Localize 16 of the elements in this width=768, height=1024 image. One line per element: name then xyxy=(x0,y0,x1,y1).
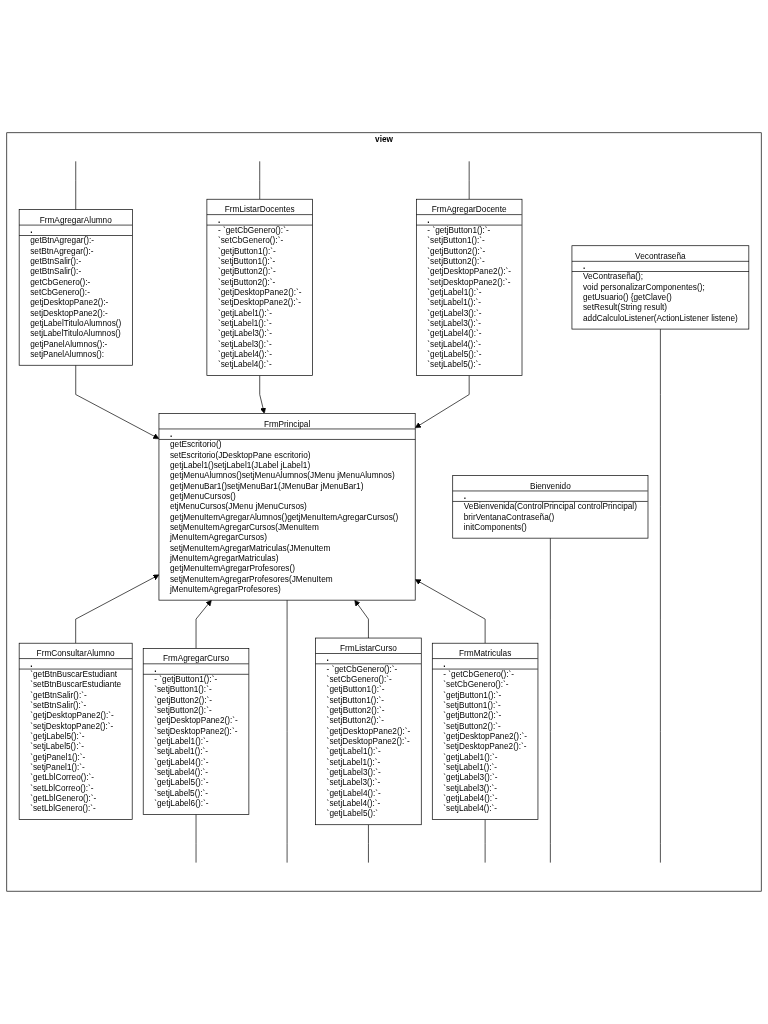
connector xyxy=(75,161,77,210)
connector xyxy=(660,328,661,863)
node-box: FrmMatriculas . - `getCbGenero():`- `setCbGenero():`- `getjButton1():`- `setjButton1():`- `getjButton2():`- `setjButton2():`- `getjDesktopPane2():`- `setjDesktopPane2():`- `getjLabel1():`- `setjLabel1():`- `getjLabel3():`- `setjLabel3():`- `getjLabel4():`- `setjLabel4():`- xyxy=(431,642,539,820)
connector xyxy=(550,537,551,863)
node-box: FrmAgregarDocente . - `getjButton1():`- `setjButton1():`- `getjButton2():`- `setjButton2():`- `getjDesktopPane2():`- `setjDesktopPane2():`- `getjLabel1():`- `setjLabel1():`- `getjLabel3():`- `setjLabel3():`- `getjLabel4():`- `setjLabel4():`- `getjLabel5():`- `setjLabel5():`- xyxy=(416,198,523,376)
node-box: FrmConsultarAlumno . `getBtnBuscarEstudiant `setBtnBuscarEstudiante `getBtnSalir():`- `setBtnSalir():`- `getjDesktopPane2():`- `setjDesktopPane2():`- `getjLabel5():`- `setjLabel5():`- `getjPanel1():`- `setjPanel1():`- `getLblCorreo():`- `setLblCorreo():`- `getLblGenero():`- `setLblGenero():`- xyxy=(18,642,133,820)
connector xyxy=(368,824,369,863)
connector xyxy=(484,819,486,863)
node-box: FrmAgregarCurso . - `getjButton1():`- `setjButton1():`- `getjButton2():`- `setjButton2():`- `getjDesktopPane2():`- `setjDesktopPane2():`- `getjLabel1():`- `setjLabel1():`- `getjLabel4():`- `setjLabel4():`- `getjLabel5():`- `setjLabel5():`- `getjLabel6():`- xyxy=(142,648,250,815)
node-box: FrmAgregarAlumno . getBtnAgregar():- setBtnAgregar():- getBtnSalir():- getBtnSalir():- getCbGenero():- setCbGenero():- getjDesktopPane2():- setjDesktopPane2():- getjLabelTituloAlumnos() setjLabelTituloAlumnos() getjPanelAlumnos():- setjPanelAlumnos(): xyxy=(18,209,133,366)
node-box: FrmPrincipal . getEscritorio() setEscritorio(JDesktopPane escritorio) getjLabel1()setjLabel1(JLabel jLabel1) getjMenuAlumnos()setjMenuAlumnos(JMenu jMenuAlumnos) getjMenuBar1()setjMenuBar1(JMenuBar jMenuBar1) getjMenuCursos() etjMenuCursos(JMenu jMenuCursos) getjMenuItemAgregarAlumnos()getjMenuItemAgregarCursos() setjMenuItemAgregarCursos(JMenuItem jMenuItemAgregarCursos) setjMenuItemAgregarMatriculas(JMenuItem jMenuItemAgregarMatriculas) getjMenuItemAgregarProfesores() setjMenuItemAgregarProfesores(JMenuItem jMenuItemAgregarProfesores) xyxy=(158,413,416,601)
connector xyxy=(195,814,197,863)
node-box: Bienvenido . VeBienvenida(ControlPrincipal controlPrincipal) brirVentanaContraseña() initComponents() xyxy=(452,475,649,539)
node-box: FrmListarCurso . - `getCbGenero():`- `setCbGenero():`- `getjButton1():`- `setjButton1():`- `getjButton2():`- `setjButton2():`- `getjDesktopPane2():`- `setjDesktopPane2():`- `getjLabel1():`- `setjLabel1():`- `getjLabel3():`- `setjLabel3():`- `getjLabel4():`- `setjLabel4():`- `getjLabel5():` xyxy=(315,637,422,826)
node-box: Vecontraseña . VeContraseña(); void personalizarComponentes(); getUsuario() {getClave() setResult(String result) addCalculoListener(ActionListener listene) xyxy=(571,245,750,330)
node-box: FrmListarDocentes . - `getCbGenero():`- `setCbGenero():`- `getjButton1():`- `setjButton1():`- `getjButton2():`- `setjButton2():`- `getjDesktopPane2():`- `setjDesktopPane2():`- `getjLabel1():`- `setjLabel1():`- `getjLabel3():`- `setjLabel3():`- `getjLabel4():`- `setjLabel4():`- xyxy=(206,198,313,376)
